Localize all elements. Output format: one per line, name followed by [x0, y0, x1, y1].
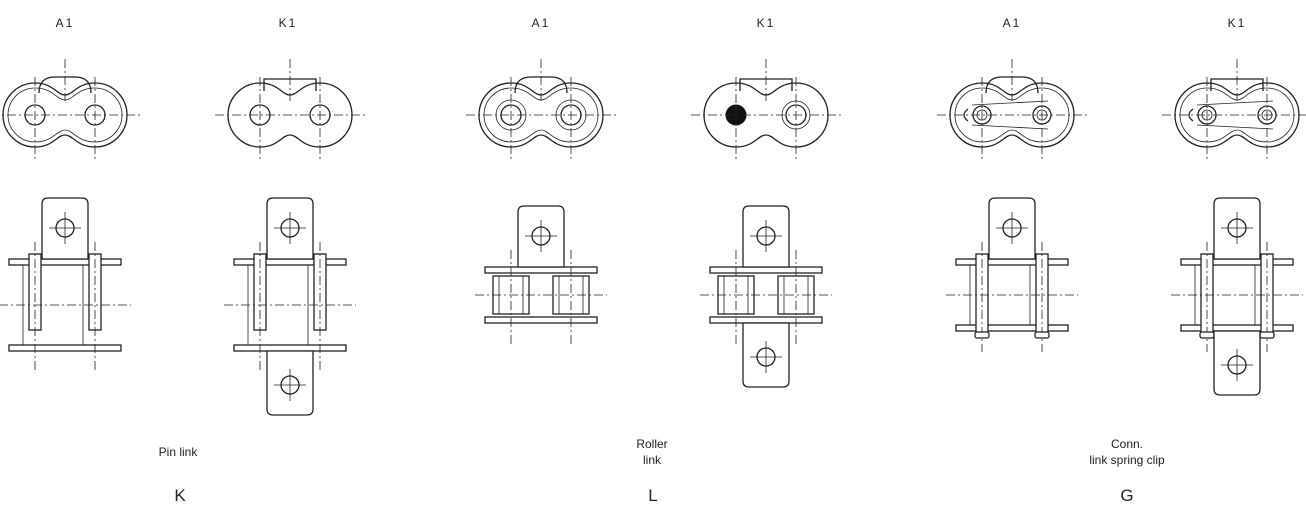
letter-l: L: [648, 486, 658, 505]
caption-connecting-link-spring-clip: Conn. link spring clip: [1089, 437, 1165, 467]
pin-link-a1-plan-view: [0, 197, 131, 372]
view-label-clip-a1: A1: [1002, 16, 1022, 30]
pin-link-k1-side-view: [215, 59, 365, 161]
letter-g: G: [1120, 486, 1134, 505]
roller-link-k1-plan-view: [700, 205, 832, 388]
clip-link-k1-plan-view: [1171, 197, 1303, 396]
caption-roller-link: Roller link: [636, 437, 668, 467]
pin-link-k1-plan-view: [224, 197, 356, 416]
clip-link-a1-side-view: [937, 59, 1087, 161]
roller-link-k1-side-view: [691, 59, 841, 161]
view-label-pin-k1: K1: [278, 16, 298, 30]
view-label-clip-k1: K1: [1227, 16, 1247, 30]
pin-link-a1-side-view: [0, 59, 140, 161]
roller-link-a1-side-view: [466, 59, 616, 161]
view-label-roller-a1: A1: [531, 16, 551, 30]
caption-pin-link: Pin link: [158, 445, 198, 459]
view-label-roller-k1: K1: [756, 16, 776, 30]
view-label-pin-a1: A1: [55, 16, 75, 30]
clip-link-a1-plan-view: [946, 197, 1078, 352]
letter-k: K: [174, 486, 186, 505]
clip-link-k1-side-view: [1162, 59, 1306, 161]
roller-link-a1-plan-view: [475, 205, 607, 344]
